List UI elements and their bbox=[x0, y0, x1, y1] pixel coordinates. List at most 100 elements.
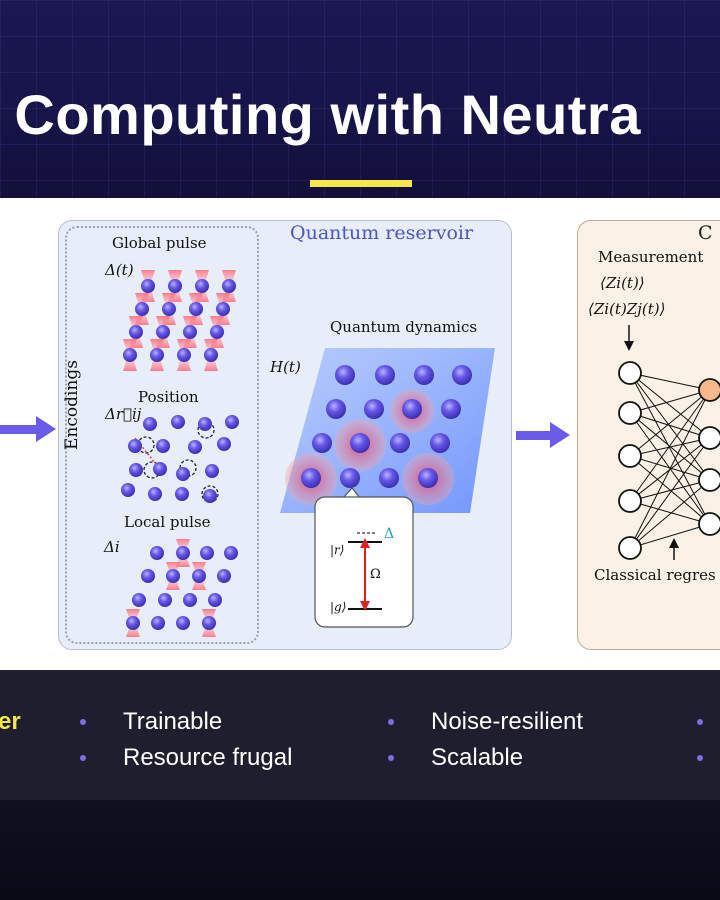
feature-trainable: Trainable bbox=[123, 708, 223, 735]
diagram-graphics bbox=[0, 270, 720, 637]
footer-dark bbox=[0, 800, 720, 900]
rydberg-level-label: |r⟩ bbox=[330, 543, 345, 557]
level-diagram bbox=[314, 487, 414, 628]
feature-resource-frugal: Resource frugal bbox=[123, 744, 293, 771]
atom bbox=[126, 616, 140, 630]
network-nodes bbox=[618, 361, 720, 560]
atom bbox=[217, 437, 231, 451]
atom bbox=[183, 325, 197, 339]
atom bbox=[364, 399, 384, 419]
network-edge bbox=[629, 389, 711, 457]
atom bbox=[129, 463, 143, 477]
atom bbox=[176, 616, 190, 630]
diagram-figure: Global pulse Δ(t) Position Δr⃗ij Local p… bbox=[0, 198, 720, 670]
atom bbox=[195, 279, 209, 293]
atom bbox=[301, 468, 321, 488]
page-title: ir Computing with Neutra bbox=[0, 83, 641, 146]
network-edge bbox=[629, 479, 711, 502]
header-grid bbox=[0, 0, 720, 198]
atom bbox=[204, 348, 218, 362]
ground-level-label: |g⟩ bbox=[330, 600, 347, 614]
header-banner: ir Computing with Neutra bbox=[0, 0, 720, 198]
atom bbox=[150, 546, 164, 560]
atom bbox=[379, 468, 399, 488]
bullet-icon bbox=[80, 719, 86, 725]
bullet-icon bbox=[80, 755, 86, 761]
atom bbox=[175, 487, 189, 501]
atom bbox=[158, 593, 172, 607]
features-band bbox=[0, 670, 720, 800]
atom bbox=[216, 302, 230, 316]
network-edge bbox=[629, 389, 711, 549]
network-edge bbox=[629, 389, 711, 414]
output-node bbox=[698, 512, 720, 536]
atom bbox=[162, 302, 176, 316]
measurement-arrow bbox=[624, 325, 634, 351]
position-symbol: Δr⃗ij bbox=[105, 405, 142, 423]
rabi-label: Ω bbox=[370, 567, 381, 582]
atom bbox=[177, 348, 191, 362]
network-edge bbox=[629, 372, 711, 525]
dynamics-lattice bbox=[285, 365, 472, 505]
bullet-icon bbox=[388, 719, 394, 725]
atom bbox=[203, 489, 217, 503]
input-node bbox=[618, 401, 642, 425]
atom bbox=[205, 464, 219, 478]
title-underline bbox=[310, 180, 412, 187]
detuning-label: Δ bbox=[384, 526, 395, 542]
network-edges bbox=[629, 372, 711, 549]
output-node bbox=[698, 378, 720, 402]
output-node bbox=[698, 426, 720, 450]
atom bbox=[129, 325, 143, 339]
input-node bbox=[618, 444, 642, 468]
global-pulse-symbol: Δ(t) bbox=[105, 261, 134, 279]
network-edge bbox=[629, 389, 711, 502]
atom bbox=[210, 325, 224, 339]
network-edge bbox=[629, 372, 711, 481]
atom bbox=[141, 279, 155, 293]
quantum-dynamics-label: Quantum dynamics bbox=[330, 318, 478, 336]
atom bbox=[132, 593, 146, 607]
atom bbox=[217, 569, 231, 583]
atom bbox=[153, 462, 167, 476]
atom bbox=[414, 365, 434, 385]
atom bbox=[452, 365, 472, 385]
regression-arrow bbox=[669, 538, 679, 560]
atom bbox=[176, 467, 190, 481]
atom bbox=[441, 399, 461, 419]
atom bbox=[402, 399, 422, 419]
atom bbox=[222, 279, 236, 293]
atom bbox=[335, 365, 355, 385]
local-pulse-label: Local pulse bbox=[124, 513, 211, 531]
feature-scalable: Scalable bbox=[431, 744, 524, 771]
atom bbox=[390, 433, 410, 453]
classical-title: C bbox=[698, 222, 713, 244]
atom bbox=[121, 483, 135, 497]
reservoir-to-classical-arrow bbox=[516, 422, 570, 448]
input-arrow bbox=[0, 416, 56, 442]
bullet-icon bbox=[697, 755, 703, 761]
atom bbox=[418, 468, 438, 488]
atom bbox=[312, 433, 332, 453]
atom bbox=[128, 439, 142, 453]
network-edge bbox=[629, 523, 711, 549]
network-edge bbox=[629, 372, 711, 391]
atom bbox=[168, 279, 182, 293]
atom bbox=[208, 593, 222, 607]
atom bbox=[326, 399, 346, 419]
atom bbox=[192, 569, 206, 583]
atom bbox=[156, 325, 170, 339]
atom bbox=[143, 417, 157, 431]
input-node bbox=[618, 489, 642, 513]
atom bbox=[188, 440, 202, 454]
vacancy-marker bbox=[137, 436, 155, 454]
bullet-icon bbox=[697, 719, 703, 725]
network-edge bbox=[629, 500, 711, 525]
network-edge bbox=[629, 437, 711, 549]
hamiltonian-label: H(t) bbox=[270, 358, 301, 376]
atom bbox=[135, 302, 149, 316]
quantum-reservoir-title: Quantum reservoir bbox=[290, 222, 474, 244]
feature-noise-resilient: Noise-resilient bbox=[431, 708, 584, 735]
atom bbox=[375, 365, 395, 385]
global-pulse-label: Global pulse bbox=[112, 234, 207, 252]
